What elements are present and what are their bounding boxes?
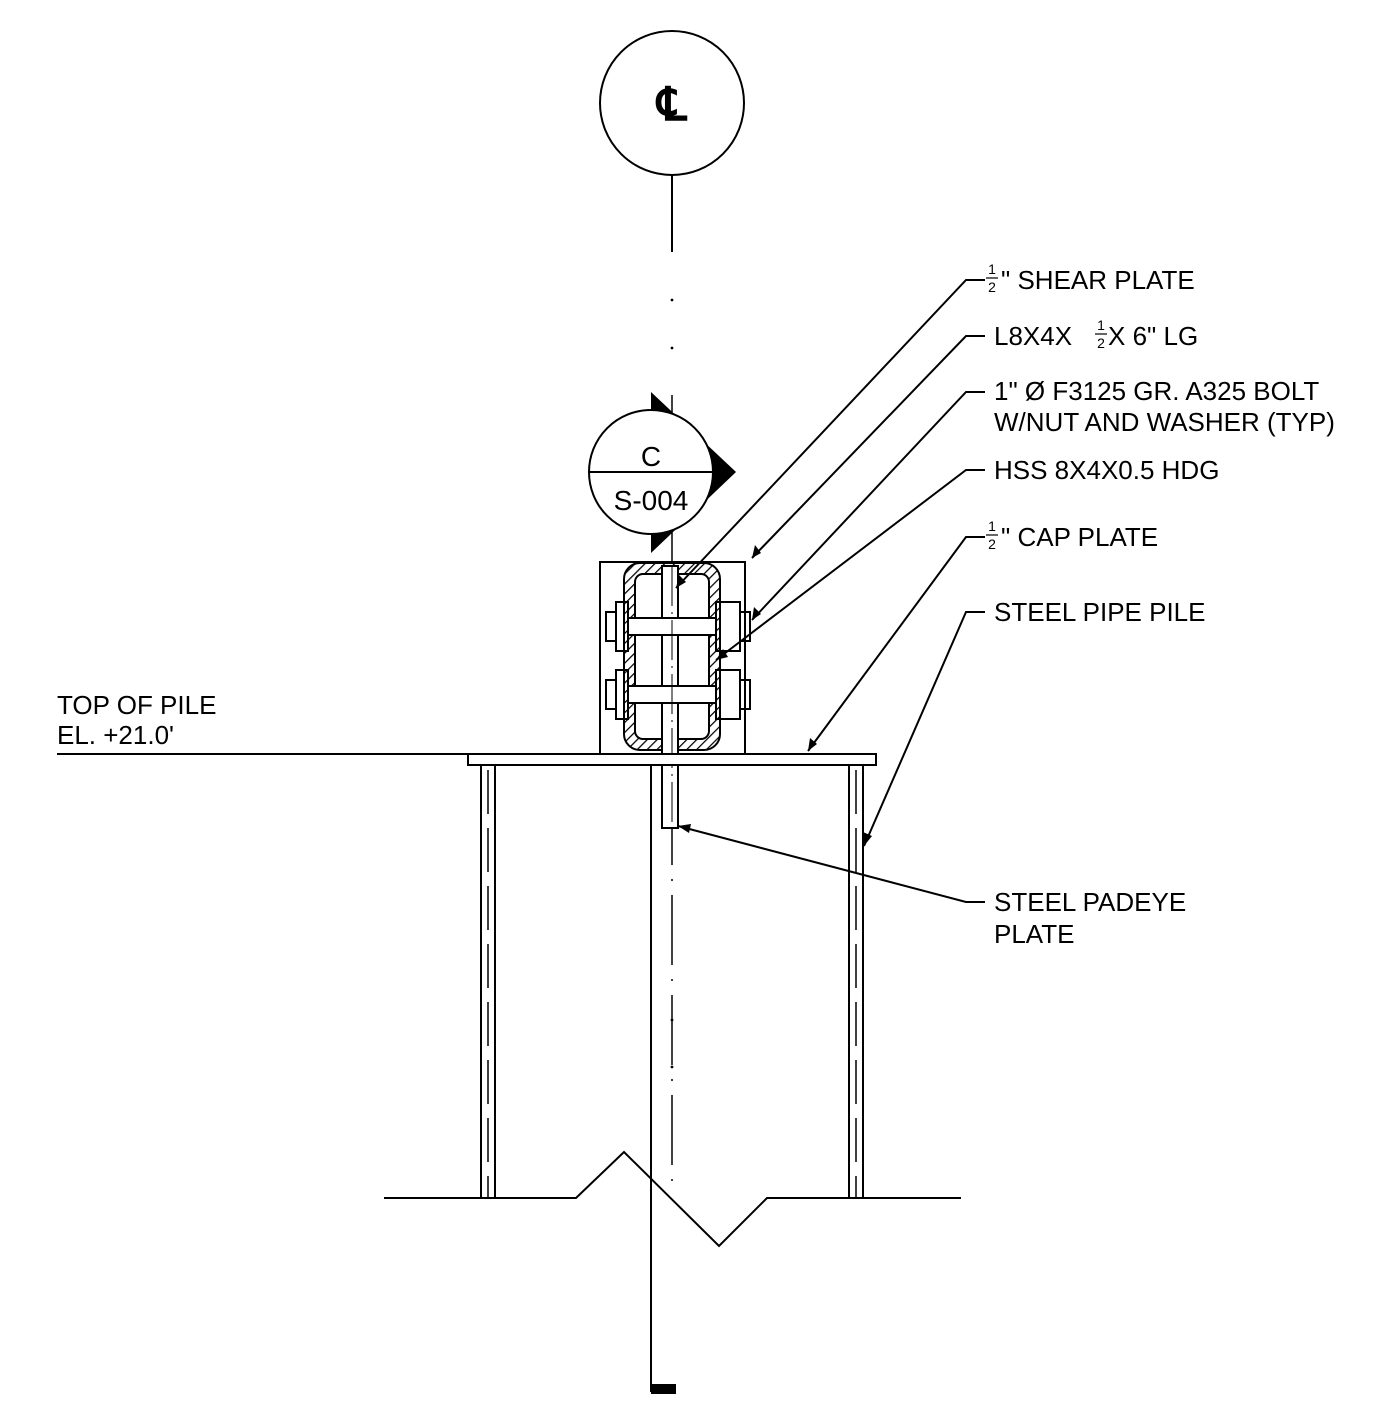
leaders xyxy=(675,279,985,903)
svg-text:PLATE: PLATE xyxy=(994,919,1074,949)
svg-text:1: 1 xyxy=(988,261,996,277)
callout-pipe-pile: STEEL PIPE PILE xyxy=(994,597,1205,627)
elevation-label: TOP OF PILE EL. +21.0' xyxy=(57,690,216,750)
svg-text:1: 1 xyxy=(988,518,996,534)
callout-padeye: STEEL PADEYE PLATE xyxy=(994,887,1186,949)
svg-text:STEEL PIPE PILE: STEEL PIPE PILE xyxy=(994,597,1205,627)
svg-text:W/NUT AND WASHER (TYP): W/NUT AND WASHER (TYP) xyxy=(994,407,1335,437)
svg-text:2: 2 xyxy=(1097,335,1105,351)
svg-text:X 6" LG: X 6" LG xyxy=(1108,321,1198,351)
svg-text:L8X4X: L8X4X xyxy=(994,321,1072,351)
cap-plate xyxy=(467,753,877,766)
section-letter: C xyxy=(641,441,661,472)
centerline-bubble: ℄ xyxy=(599,30,745,176)
svg-text:STEEL PADEYE: STEEL PADEYE xyxy=(994,887,1186,917)
callout-angle: L8X4X 1 2 X 6" LG xyxy=(994,317,1198,351)
svg-text:2: 2 xyxy=(988,536,996,552)
svg-text:2: 2 xyxy=(988,279,996,295)
section-sheet: S-004 xyxy=(614,485,689,516)
svg-text:1" Ø F3125 GR. A325 BOLT: 1" Ø F3125 GR. A325 BOLT xyxy=(994,376,1319,406)
leader-arrows xyxy=(676,545,872,846)
callout-bolt: 1" Ø F3125 GR. A325 BOLT W/NUT AND WASHE… xyxy=(994,376,1335,437)
svg-text:EL. +21.0': EL. +21.0' xyxy=(57,720,174,750)
svg-text:TOP OF PILE: TOP OF PILE xyxy=(57,690,216,720)
callout-hss: HSS 8X4X0.5 HDG xyxy=(994,455,1219,485)
section-marker: C S-004 xyxy=(588,392,736,553)
steel-pipe-pile xyxy=(480,765,864,1198)
svg-text:" CAP PLATE: " CAP PLATE xyxy=(1001,522,1158,552)
svg-text:" SHEAR PLATE: " SHEAR PLATE xyxy=(1001,265,1195,295)
svg-text:HSS 8X4X0.5 HDG: HSS 8X4X0.5 HDG xyxy=(994,455,1219,485)
callout-cap-plate: 1 2 " CAP PLATE xyxy=(986,518,1158,552)
svg-text:1: 1 xyxy=(1097,317,1105,333)
callout-shear-plate: 1 2 " SHEAR PLATE xyxy=(986,261,1195,295)
centerline-symbol: ℄ xyxy=(655,78,688,130)
break-line xyxy=(384,1150,961,1248)
